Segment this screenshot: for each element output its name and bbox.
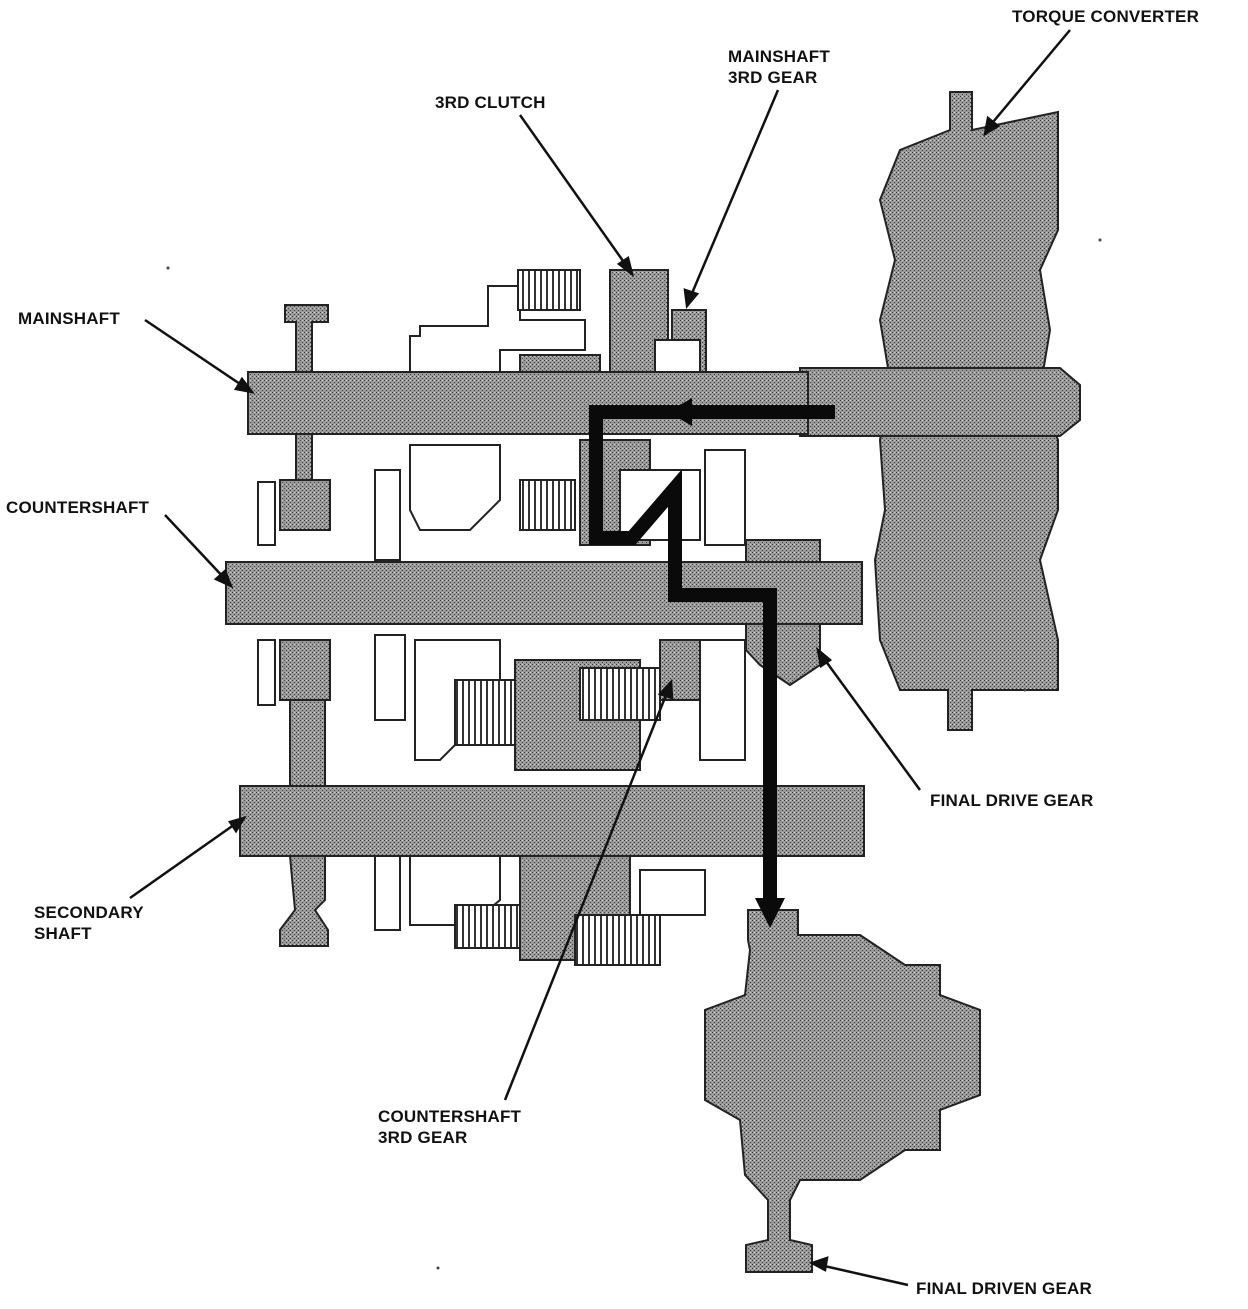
label-torque-converter: TORQUE CONVERTER — [1012, 7, 1200, 26]
label-countershaft-3rd-gear: COUNTERSHAFT 3RD GEAR — [378, 1107, 522, 1147]
secondary-shaft — [239, 699, 865, 947]
label-mainshaft-3rd-gear: MAINSHAFT 3RD GEAR — [728, 47, 830, 87]
label-secondary-shaft: SECONDARY SHAFT — [34, 903, 144, 943]
label-3rd-clutch: 3RD CLUTCH — [435, 93, 546, 112]
lower-assembly — [374, 855, 706, 966]
speck — [1023, 688, 1027, 692]
mainshaft — [247, 304, 809, 531]
label-mainshaft: MAINSHAFT — [18, 309, 120, 328]
leader-lines — [129, 29, 1071, 1287]
speck — [436, 1266, 440, 1270]
power-flow-arrowhead-entry — [668, 398, 692, 426]
power-flow-path — [589, 405, 835, 900]
label-final-driven-gear: FINAL DRIVEN GEAR — [916, 1279, 1092, 1298]
label-countershaft: COUNTERSHAFT — [6, 498, 150, 517]
final-driven-gear-assembly — [704, 909, 981, 1273]
mainshaft-upper-assembly — [409, 269, 707, 373]
speck — [166, 266, 170, 270]
countershaft — [225, 479, 863, 701]
power-flow-arrowhead-end — [755, 898, 785, 928]
speck — [1098, 238, 1102, 242]
torque-converter — [799, 91, 1081, 731]
label-final-drive-gear: FINAL DRIVE GEAR — [930, 791, 1094, 810]
